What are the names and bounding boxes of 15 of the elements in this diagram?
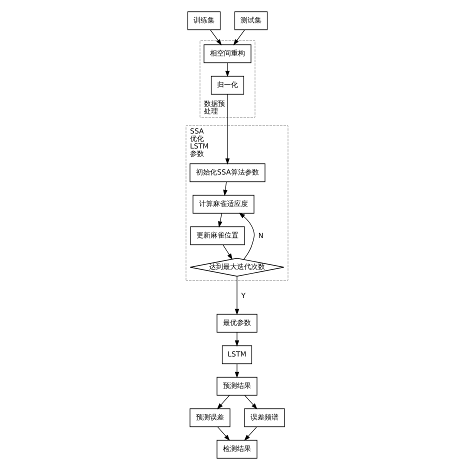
arrow [234, 332, 240, 347]
arrow [244, 395, 258, 410]
arrow [225, 62, 230, 78]
arrow [234, 364, 240, 378]
arrow [234, 276, 240, 316]
arrow [233, 30, 245, 46]
arrow [225, 94, 230, 165]
arrow [238, 212, 255, 260]
arrow [218, 213, 222, 228]
arrow [244, 426, 257, 441]
arrow [216, 395, 230, 410]
arrow [223, 182, 228, 196]
arrow [210, 30, 222, 46]
arrow [222, 244, 233, 260]
arrow [217, 426, 230, 441]
